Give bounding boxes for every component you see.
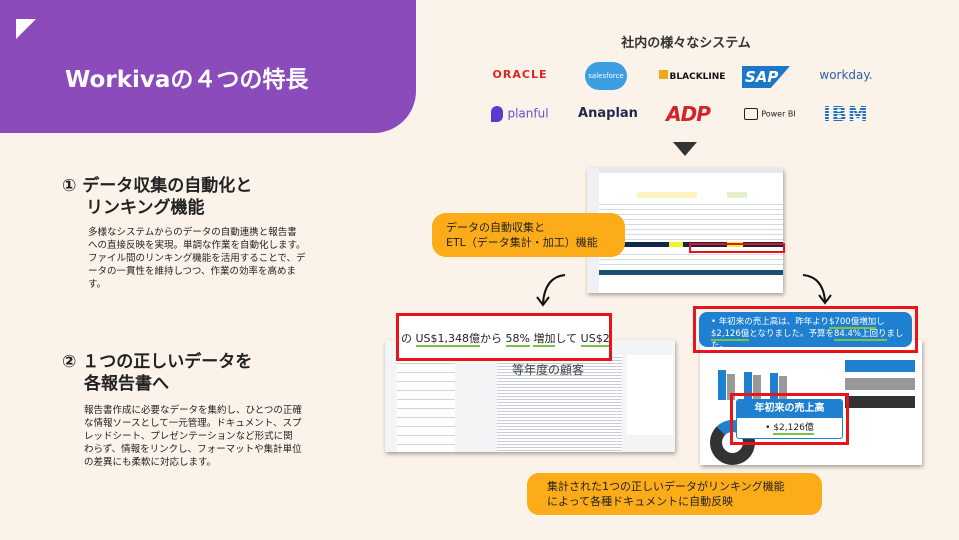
text-fragment: となりました。予算を (749, 329, 834, 339)
feature-1-heading: ① データ収集の自動化と リンキング機能 (62, 175, 252, 219)
kpi-highlight: 年初来の売上高 • $2,126億 (730, 393, 849, 445)
blackline-text: BLACKLINE (669, 72, 726, 82)
powerbi-icon (744, 108, 759, 120)
feature-2-body: 報告書作成に必要なデータを集約し、ひとつの正確な情報ソースとして一元管理。ドキュ… (84, 405, 302, 468)
kpi-title: 年初来の売上高 (737, 400, 842, 418)
systems-title: 社内の様々なシステム (621, 36, 751, 51)
summary-highlight: • 年初来の売上高は、昨年より$700億増加し$2,126億となりました。予算を… (693, 306, 918, 353)
feature-1-body: 多様なシステムからのデータの自動連携と報告書への直接反映を実現。単調な作業を自動… (88, 227, 306, 290)
etl-callout-line2: ETL（データ集計・加工）機能 (446, 236, 598, 249)
document-thumbnail (385, 340, 675, 452)
spreadsheet-thumbnail (587, 168, 783, 293)
text-fragment: し (876, 317, 885, 327)
doc-heading-behind: 等年度の顧客 (512, 363, 585, 377)
anaplan-logo: Anaplan (578, 106, 638, 121)
left-curved-arrow-icon (542, 274, 566, 304)
text-fragment: ました。 (711, 329, 904, 351)
right-curved-arrow-icon (802, 274, 826, 302)
kpi-card: 年初来の売上高 • $2,126億 (736, 399, 843, 439)
feature-1-heading-line1: ① データ収集の自動化と (62, 176, 253, 196)
kpi-value[interactable]: $2,126億 (773, 423, 814, 435)
planful-icon (491, 106, 504, 122)
text-fragment: から (480, 332, 506, 345)
blackline-logo: BLACKLINE (652, 70, 732, 82)
text-fragment: 年初来の売上高は、昨年より (718, 317, 830, 327)
corner-triangle-icon (16, 19, 36, 39)
linked-value[interactable]: 増加 (859, 317, 877, 329)
summary-callout: • 年初来の売上高は、昨年より$700億増加し$2,126億となりました。予算を… (699, 312, 912, 351)
header-banner (0, 0, 416, 133)
linked-value[interactable]: 84.4% (834, 329, 862, 341)
highlight-box (689, 243, 785, 253)
blackline-icon (658, 70, 668, 79)
text-fragment: の (401, 332, 416, 345)
linked-value[interactable]: 上回り (861, 329, 887, 341)
text-fragment: して (555, 332, 581, 345)
powerbi-logo: Power BI (730, 108, 810, 120)
bottom-callout-line1: 集計された1つの正しいデータがリンキング機能 (547, 480, 785, 493)
linked-value[interactable]: $2,126億 (711, 329, 750, 341)
feature-1-heading-line2: リンキング機能 (86, 198, 205, 218)
powerbi-text: Power BI (761, 109, 796, 119)
feature-2-heading: ② １つの正しいデータを 各報告書へ (62, 351, 252, 395)
linked-value[interactable]: $700億 (829, 317, 860, 329)
salesforce-logo: salesforce (585, 62, 627, 90)
linked-text-highlight: の US$1,348億から 58% 増加して US$2,126.38に (396, 313, 612, 361)
linked-value[interactable]: 58% (505, 332, 530, 347)
feature-2-heading-line2: 各報告書へ (84, 374, 169, 394)
linked-value[interactable]: US$2,126.38 (580, 332, 609, 347)
curved-arrows (536, 274, 832, 307)
ibm-logo: IBM (806, 102, 886, 126)
etl-callout-line1: データの自動収集と (446, 221, 545, 234)
bottom-callout-line2: によって各種ドキュメントに自動反映 (547, 495, 734, 508)
page-title: Workivaの４つの特長 (65, 67, 309, 93)
etl-callout: データの自動収集と ETL（データ集計・加工）機能 (432, 213, 625, 257)
oracle-logo: ORACLE (492, 68, 548, 81)
linked-value[interactable]: 増加 (533, 332, 556, 347)
bar-chart (710, 360, 790, 400)
feature-2-heading-line1: ② １つの正しいデータを (62, 352, 253, 372)
down-arrow-icon (673, 142, 697, 156)
planful-text: planful (507, 106, 549, 121)
planful-logo: planful (480, 106, 560, 122)
bottom-callout: 集計された1つの正しいデータがリンキング機能 によって各種ドキュメントに自動反映 (527, 473, 822, 515)
linked-value[interactable]: US$1,348億 (415, 332, 481, 347)
workday-logo: workday. (819, 68, 873, 82)
sap-logo: SAP (742, 66, 790, 88)
adp-logo: ADP (666, 102, 711, 126)
